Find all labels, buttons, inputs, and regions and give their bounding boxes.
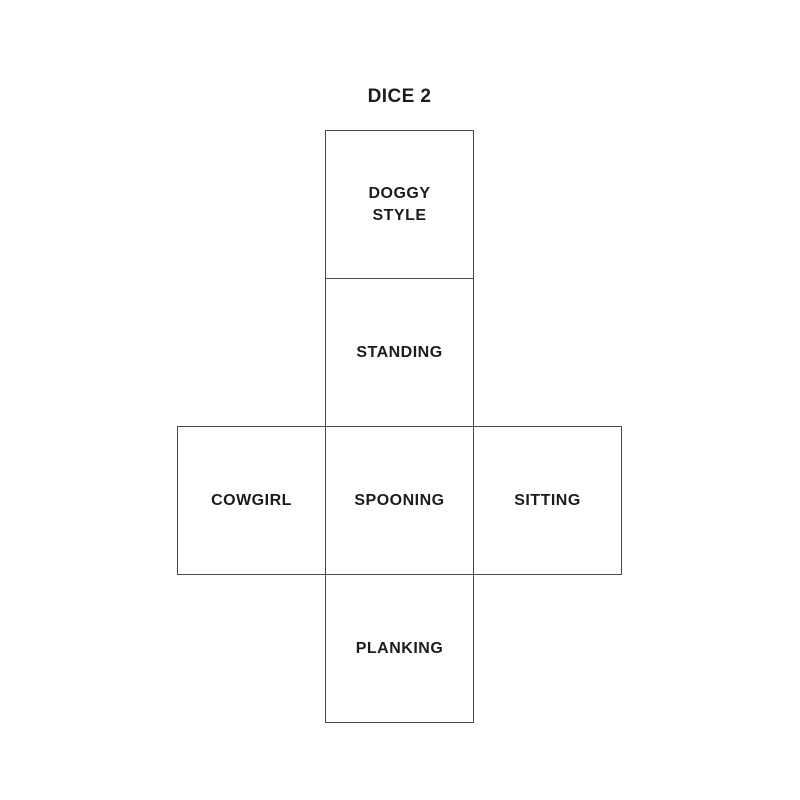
dice-face-label: PLANKING [355,639,444,657]
dice-face-label: SPOONING [354,491,445,509]
dice-face-cowgirl: COWGIRL [177,426,326,575]
dice-face-doggy-style: DOGGY STYLE [325,130,474,279]
dice-face-sitting: SITTING [473,426,622,575]
dice-face-standing: STANDING [325,278,474,427]
dice-face-spooning: SPOONING [325,426,474,575]
dice-face-planking: PLANKING [325,574,474,723]
dice-face-label: SITTING [514,491,581,509]
diagram-title: DICE 2 [367,86,432,107]
dice-face-label: STANDING [356,343,443,361]
dice-face-label: COWGIRL [211,491,292,509]
dice-face-label: DOGGY STYLE [368,184,431,224]
